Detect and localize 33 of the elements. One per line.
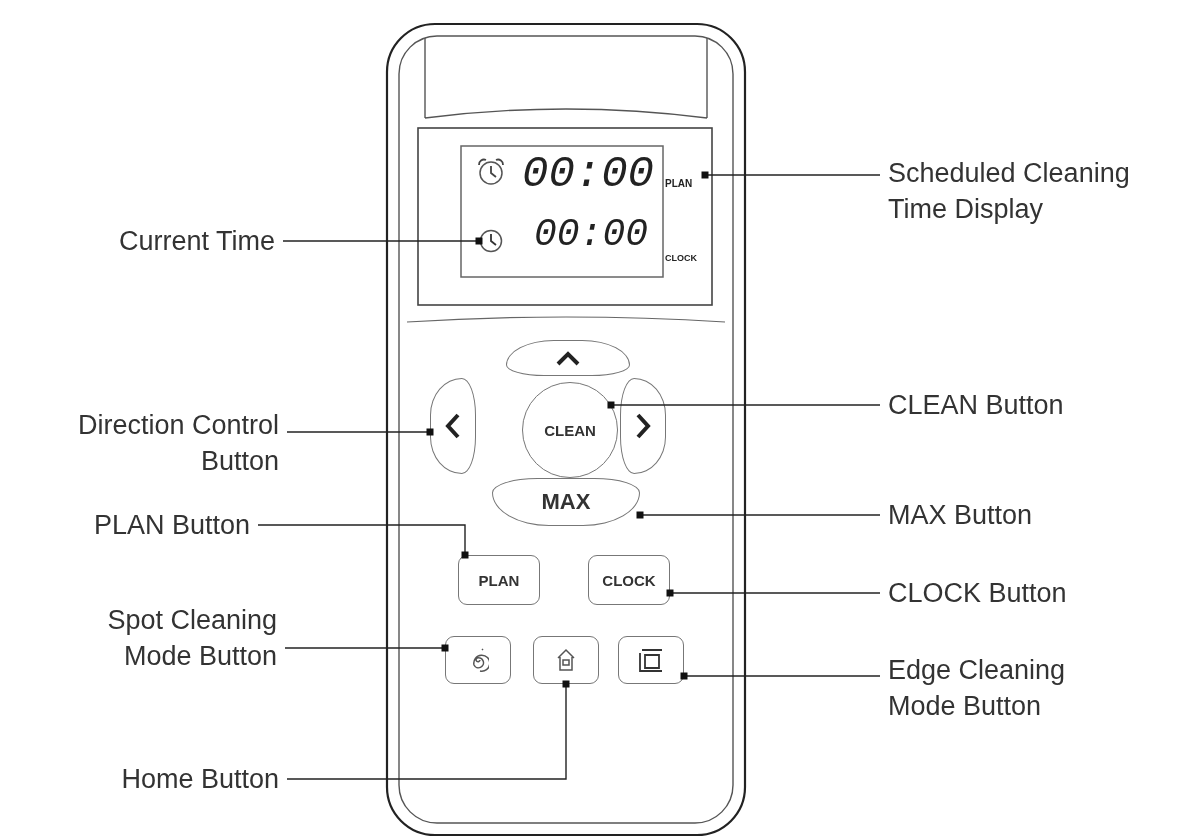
callout-label: Direction Control Button <box>30 407 287 479</box>
mode-label: CLOCK <box>665 253 697 264</box>
leader-line <box>701 171 881 179</box>
leader-line <box>257 524 469 559</box>
home-button <box>533 636 599 684</box>
callout-label: PLAN Button <box>20 507 258 543</box>
max-button: MAX <box>492 478 640 526</box>
spot-button <box>445 636 511 684</box>
clock-icon <box>479 229 503 253</box>
leader-line <box>286 428 434 436</box>
leader-line <box>282 237 483 245</box>
callout-label: CLEAN Button <box>880 387 1160 423</box>
callout-label: Spot Cleaning Mode Button <box>60 602 285 674</box>
leader-line <box>666 589 881 597</box>
leader-line <box>286 680 570 780</box>
callout-label: Home Button <box>20 761 287 797</box>
time-digits: 00:00 <box>522 149 655 200</box>
leader-line <box>284 644 449 652</box>
edge-button <box>618 636 684 684</box>
plan-button: PLAN <box>458 555 540 605</box>
callout-label: Scheduled Cleaning Time Display <box>880 155 1180 227</box>
clean-button: CLEAN <box>522 382 618 478</box>
clock-button: CLOCK <box>588 555 670 605</box>
remote-control <box>385 22 747 837</box>
leader-line <box>607 401 881 409</box>
leader-line <box>680 672 881 680</box>
callout-label: Edge Cleaning Mode Button <box>880 652 1120 724</box>
callout-label: CLOCK Button <box>880 575 1160 611</box>
leader-line <box>636 511 881 519</box>
callout-label: MAX Button <box>880 497 1160 533</box>
mode-label: PLAN <box>665 178 693 190</box>
time-digits: 00:00 <box>534 213 649 257</box>
callout-label: Current Time <box>20 223 283 259</box>
